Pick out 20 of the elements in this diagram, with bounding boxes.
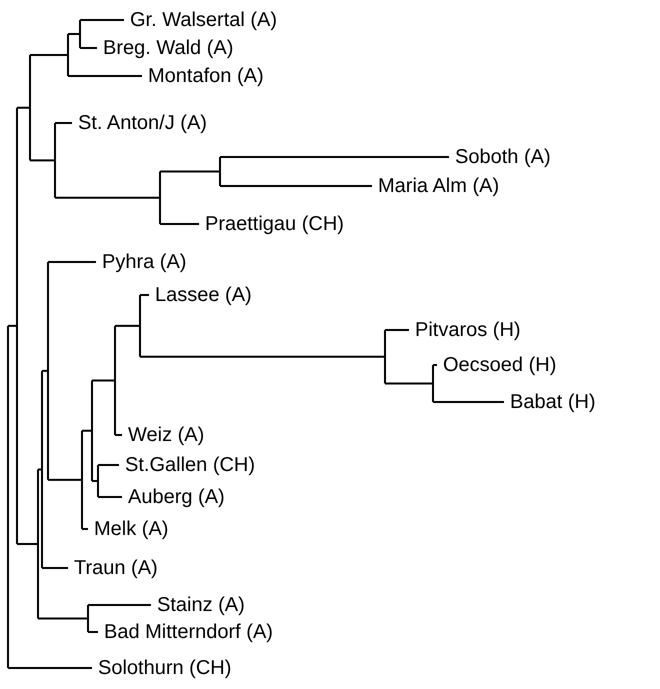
leaf-label: St.Gallen (CH) [125,453,256,477]
leaf-label: Gr. Walsertal (A) [130,8,278,32]
leaf-label: Melk (A) [94,517,168,541]
leaf-label: Pyhra (A) [102,250,186,274]
leaf-label: Montafon (A) [148,64,264,88]
leaf-label: Praettigau (CH) [205,212,344,236]
leaf-label: Soboth (A) [455,145,551,169]
leaf-label: Babat (H) [510,390,596,414]
leaf-label: Weiz (A) [128,423,204,447]
leaf-label: St. Anton/J (A) [78,111,207,135]
leaf-label: Pitvaros (H) [415,318,521,342]
leaf-label: Lassee (A) [155,283,252,307]
leaf-label: Oecsoed (H) [443,353,556,377]
leaf-label: Bad Mitterndorf (A) [104,620,273,644]
leaf-label: Maria Alm (A) [378,174,500,198]
leaf-label: Auberg (A) [128,485,225,509]
leaf-label: Solothurn (CH) [98,656,232,680]
leaf-label: Breg. Wald (A) [103,36,234,60]
leaf-label: Stainz (A) [157,593,245,617]
leaf-label: Traun (A) [74,556,158,580]
